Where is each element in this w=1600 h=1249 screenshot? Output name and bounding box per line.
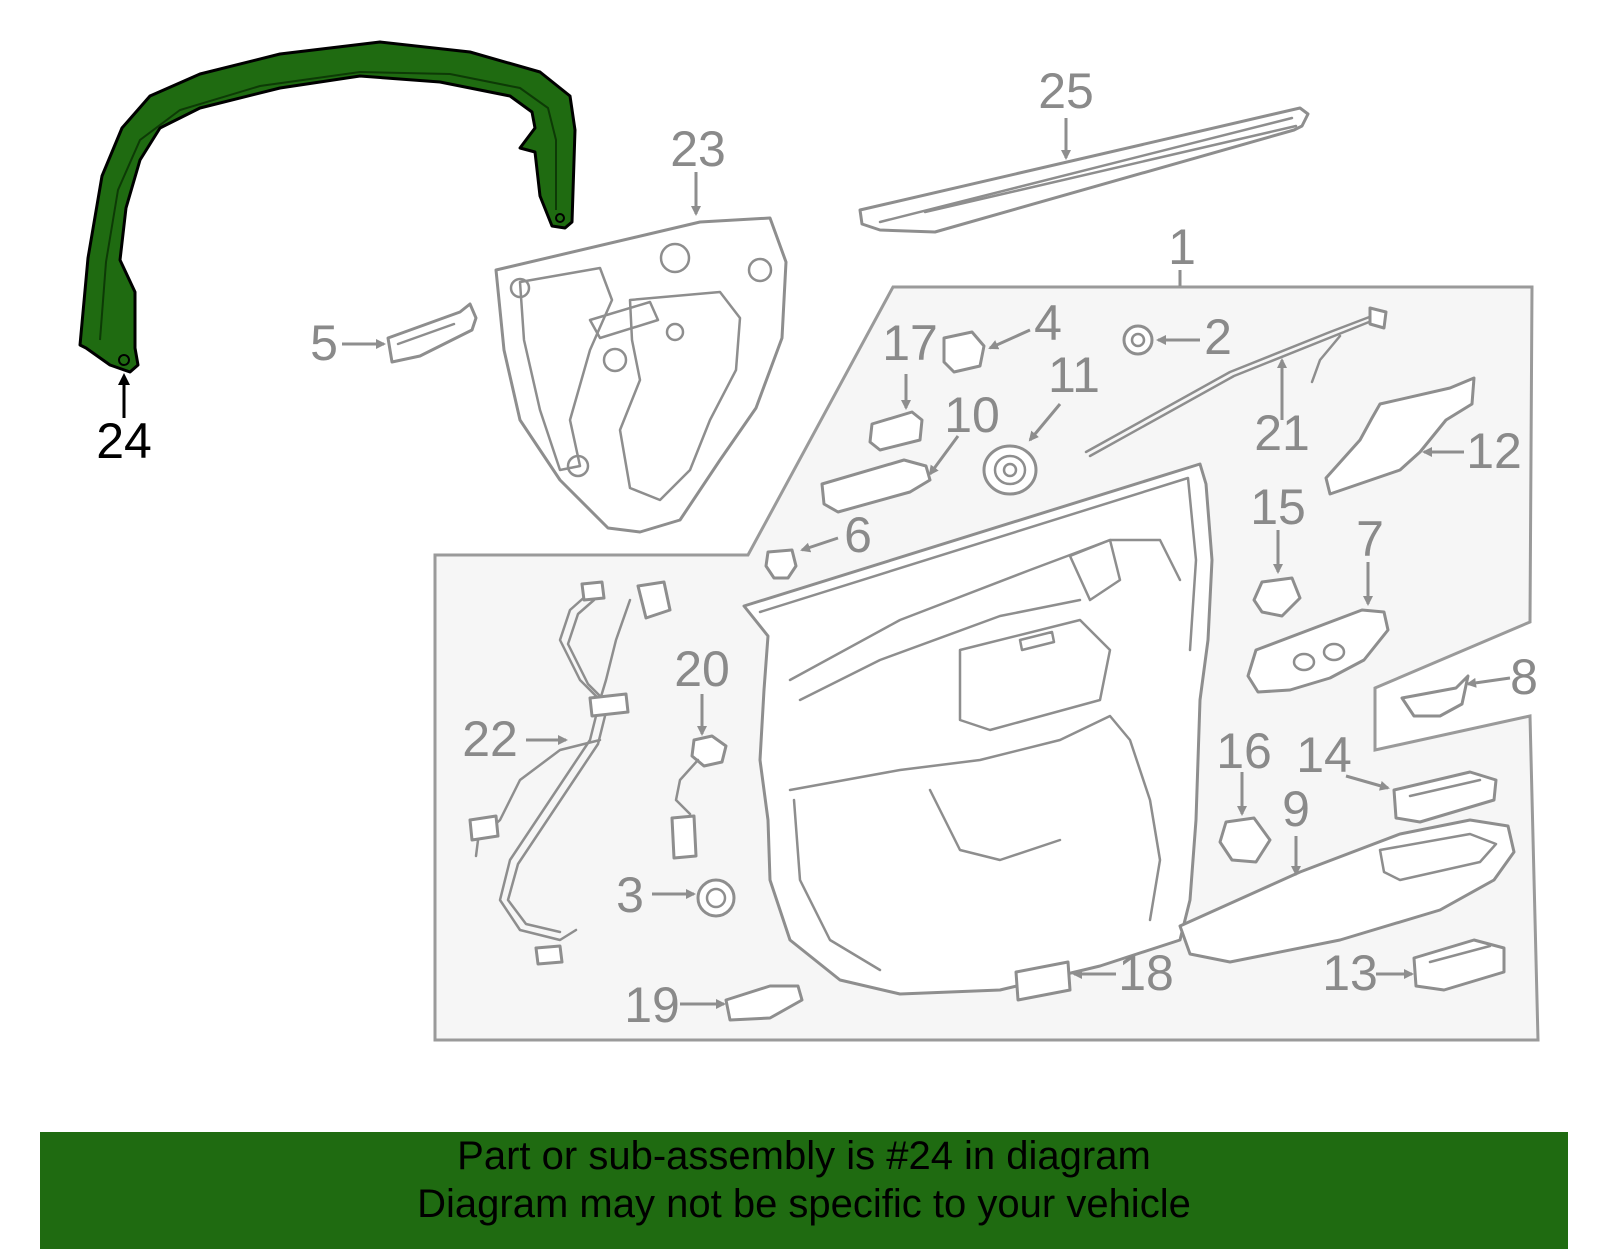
arrow-6 — [800, 536, 839, 553]
arrow-8 — [1466, 676, 1511, 688]
part-18-label[interactable] — [1014, 960, 1072, 1002]
part-10-trim[interactable] — [820, 458, 932, 514]
part-21-cable[interactable] — [1084, 306, 1388, 458]
label-7: 7 — [1356, 511, 1384, 567]
part-5-bracket[interactable] — [386, 302, 478, 364]
label-8: 8 — [1510, 649, 1538, 705]
label-10: 10 — [944, 387, 1000, 443]
banner-line-2: Diagram may not be specific to your vehi… — [417, 1182, 1191, 1226]
label-24: 24 — [96, 413, 152, 469]
label-16: 16 — [1216, 723, 1272, 779]
part-25-molding[interactable] — [858, 106, 1310, 234]
part-2-clip[interactable] — [1122, 324, 1154, 356]
label-18: 18 — [1118, 945, 1174, 1001]
label-2: 2 — [1204, 309, 1232, 365]
arrow-4 — [988, 328, 1031, 350]
part-7-switch-bezel[interactable] — [1246, 608, 1390, 694]
part-8-pull-cup[interactable] — [1400, 674, 1470, 718]
label-6: 6 — [844, 507, 872, 563]
part-19-bracket[interactable] — [724, 984, 804, 1022]
label-25: 25 — [1038, 63, 1094, 119]
label-12: 12 — [1466, 423, 1522, 479]
part-15-button[interactable] — [1252, 576, 1302, 618]
label-22: 22 — [462, 711, 518, 767]
label-15: 15 — [1250, 479, 1306, 535]
part-23-regulator-plate[interactable] — [494, 216, 788, 534]
part-24-weatherstrip[interactable] — [78, 40, 577, 374]
part-20-harness[interactable] — [670, 734, 728, 860]
label-14: 14 — [1296, 727, 1352, 783]
label-5: 5 — [310, 315, 338, 371]
label-23: 23 — [670, 121, 726, 177]
label-13: 13 — [1322, 945, 1378, 1001]
arrow-10 — [928, 435, 960, 476]
label-9: 9 — [1282, 781, 1310, 837]
label-3: 3 — [616, 867, 644, 923]
part-16-button[interactable] — [1218, 816, 1272, 864]
part-3-clip[interactable] — [696, 878, 736, 918]
part-14-switch[interactable] — [1392, 770, 1498, 824]
part-6-clip[interactable] — [764, 548, 798, 580]
part-11-speaker[interactable] — [982, 444, 1038, 496]
label-19: 19 — [624, 977, 680, 1033]
info-banner: Part or sub-assembly is #24 in diagram D… — [40, 1132, 1568, 1249]
part-13-switch[interactable] — [1412, 938, 1506, 992]
banner-line-1: Part or sub-assembly is #24 in diagram — [457, 1134, 1151, 1178]
part-4-switch[interactable] — [942, 330, 986, 374]
label-17: 17 — [882, 315, 938, 371]
part-9-armrest[interactable] — [1178, 818, 1516, 964]
label-1: 1 — [1168, 219, 1196, 275]
part-22-wiring-harness[interactable] — [468, 580, 672, 966]
part-17-switch[interactable] — [868, 410, 924, 452]
label-20: 20 — [674, 641, 730, 697]
arrow-11 — [1028, 403, 1062, 442]
part-12-trim[interactable] — [1324, 376, 1476, 496]
label-11: 11 — [1048, 347, 1100, 403]
label-21: 21 — [1254, 405, 1310, 461]
arrow-14 — [1345, 774, 1390, 791]
label-4: 4 — [1034, 295, 1062, 351]
